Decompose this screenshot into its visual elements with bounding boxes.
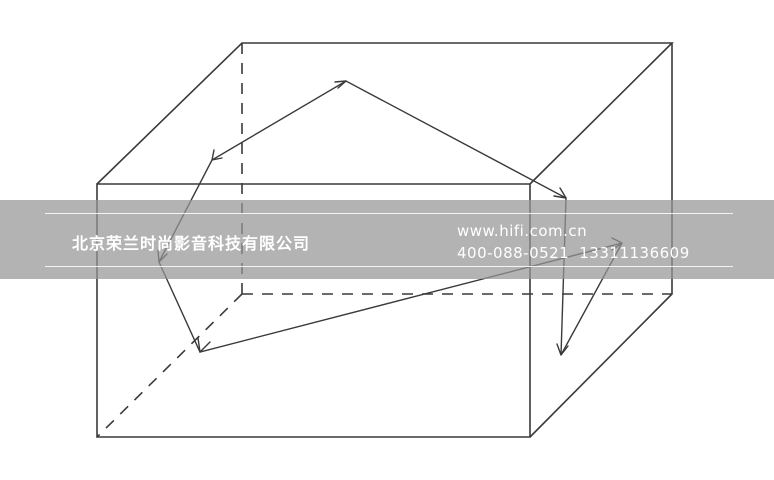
phone-number-secondary: 13311136609 (579, 244, 690, 262)
website-url: www.hifi.com.cn (457, 222, 588, 240)
phone-line: 400-088-0521 13311136609 (457, 244, 690, 262)
hidden-depth-edge (96, 293, 243, 438)
arrowhead-icon (553, 187, 567, 199)
arrowhead-icon (556, 343, 569, 356)
arrowhead-icon (211, 149, 223, 161)
company-name: 北京荣兰时尚影音科技有限公司 (72, 234, 311, 253)
watermark-band: 北京荣兰时尚影音科技有限公司 www.hifi.com.cn 400-088-0… (0, 200, 774, 279)
arrowhead-icon (197, 337, 211, 353)
band-rule-top (45, 213, 733, 214)
arrowhead-icon (334, 80, 347, 89)
phone-number-primary: 400-088-0521 (457, 244, 570, 262)
ray-segments (158, 80, 623, 356)
reflection-path (158, 80, 623, 356)
top-face-back-edge (96, 42, 674, 185)
band-rule-bottom (45, 266, 733, 267)
